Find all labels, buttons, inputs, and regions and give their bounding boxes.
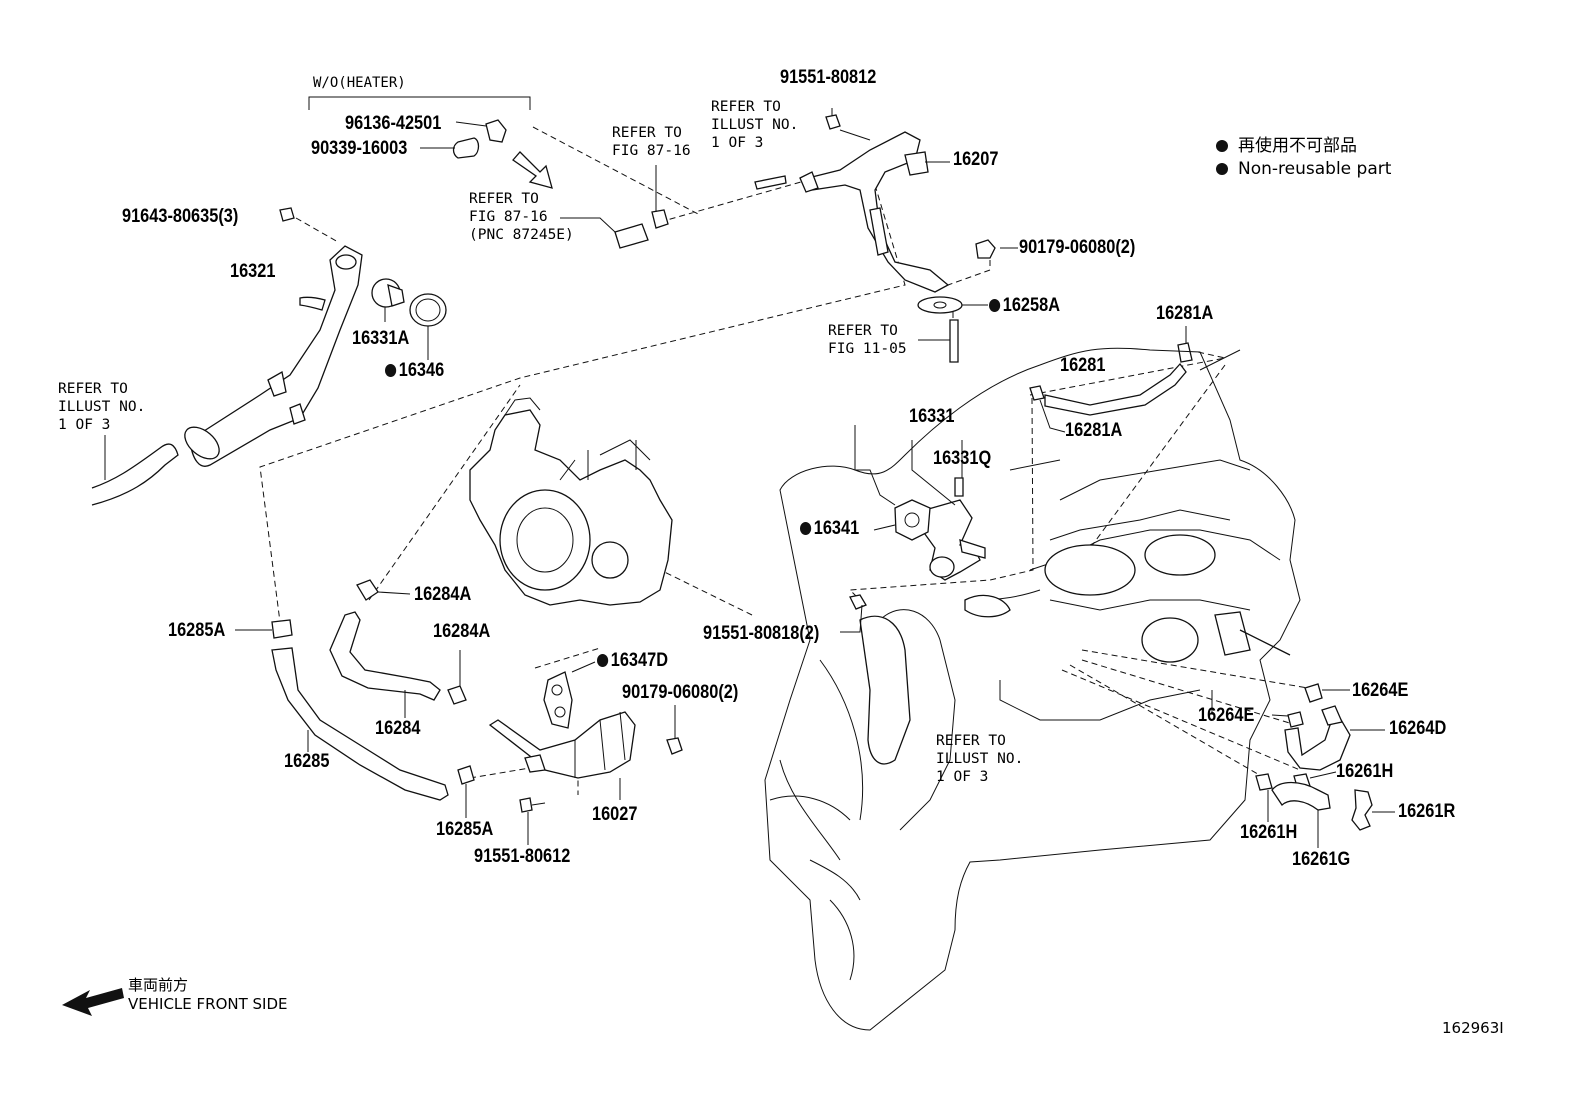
bolt-91643 — [279, 207, 295, 222]
label-16264D: 16264D — [1389, 718, 1447, 739]
legend-en: Non-reusable part — [1216, 161, 1391, 178]
label-16331A: 16331A — [352, 328, 410, 349]
bypass-pipe-16207 — [807, 131, 950, 293]
legend-dot — [1216, 140, 1228, 152]
wo-heater-bracket — [308, 96, 531, 110]
label-16261G: 16261G — [1292, 849, 1351, 870]
non-reusable-marker — [989, 299, 1001, 312]
non-reusable-marker — [597, 654, 609, 667]
bolt-91551-612 — [519, 797, 533, 813]
label-16281A-top: 16281A — [1156, 303, 1214, 324]
label-16284: 16284 — [375, 718, 421, 739]
vehicle-front-arrow — [62, 988, 124, 1016]
label-90339-16003: 90339-16003 — [311, 138, 408, 159]
label-91551-80812: 91551-80812 — [780, 67, 877, 88]
hose-16264D — [1284, 717, 1351, 771]
hose-16261G — [1271, 781, 1331, 811]
label-16258A: 16258A — [989, 296, 1060, 315]
label-16281A-mid: 16281A — [1065, 420, 1123, 441]
dashed-leader-lines — [259, 126, 1321, 795]
label-90179-06080-mid: 90179-06080(2) — [622, 682, 739, 703]
label-16264E-right: 16264E — [1352, 680, 1409, 701]
label-16284A-top: 16284A — [414, 584, 472, 605]
label-96136-42501: 96136-42501 — [345, 113, 442, 134]
legend-dot — [1216, 163, 1228, 175]
clip-16261R — [1351, 789, 1373, 831]
ref-fig-87-16-a: REFER TO FIG 87-16 — [612, 125, 691, 159]
clip-96136 — [485, 119, 507, 143]
ref-illust-bottom: REFER TO ILLUST NO. 1 OF 3 — [936, 733, 1024, 785]
label-91551-80818: 91551-80818(2) — [703, 623, 820, 644]
stud-bolt — [949, 319, 959, 363]
ref-illust-top: REFER TO ILLUST NO. 1 OF 3 — [711, 99, 799, 151]
label-16284A-mid: 16284A — [433, 621, 491, 642]
label-16281: 16281 — [1060, 355, 1106, 376]
nut-90179-mid — [666, 737, 683, 755]
diagram-code: 162963I — [1442, 1019, 1504, 1037]
label-90179-06080-top: 90179-06080(2) — [1019, 237, 1136, 258]
label-16264E-left: 16264E — [1198, 705, 1255, 726]
non-reusable-marker — [800, 522, 812, 535]
legend-jp: 再使用不可部品 — [1216, 138, 1357, 155]
engine-block — [764, 347, 1301, 1031]
gasket-16258A — [917, 296, 963, 314]
water-outlet-pipe-16321 — [189, 245, 363, 467]
label-16285: 16285 — [284, 751, 330, 772]
label-16347D: 16347D — [597, 651, 668, 670]
ref-fig-87-16-b: REFER TO FIG 87-16 (PNC 87245E) — [469, 191, 574, 243]
hose-16285 — [271, 647, 449, 801]
ref-illust-left: REFER TO ILLUST NO. 1 OF 3 — [58, 381, 146, 433]
bleeder-16331Q — [954, 477, 964, 497]
label-16331: 16331 — [909, 406, 955, 427]
hose-16284 — [329, 611, 441, 701]
gasket-16347D — [543, 671, 573, 729]
hollow-arrow — [512, 151, 553, 189]
label-16346: 16346 — [385, 361, 444, 380]
label-16341: 16341 — [800, 519, 859, 538]
label-16331Q: 16331Q — [933, 448, 992, 469]
label-91551-80612: 91551-80612 — [474, 846, 571, 867]
label-16261R: 16261R — [1398, 801, 1456, 822]
label-16207: 16207 — [953, 149, 999, 170]
nut-90179-top — [975, 239, 996, 259]
water-hose-left — [91, 443, 179, 506]
hose-16281 — [1044, 362, 1187, 416]
label-16261H-right: 16261H — [1336, 761, 1394, 782]
non-reusable-marker — [385, 364, 397, 377]
label-16261H-left: 16261H — [1240, 822, 1298, 843]
gasket-16341 — [894, 499, 931, 541]
label-91643-80635: 91643-80635(3) — [122, 206, 239, 227]
label-16027: 16027 — [592, 804, 638, 825]
label-16285A-bot: 16285A — [436, 819, 494, 840]
bolt-91551-818 — [849, 594, 867, 610]
label-16285A-top: 16285A — [168, 620, 226, 641]
vehicle-front-en: VEHICLE FRONT SIDE — [128, 995, 288, 1013]
ref-fig-11-05: REFER TO FIG 11-05 — [828, 323, 907, 357]
turbocharger — [469, 397, 673, 606]
label-wo-heater: W/O(HEATER) — [313, 75, 406, 91]
vehicle-front-jp: 車両前方 — [128, 976, 189, 994]
label-16321: 16321 — [230, 261, 276, 282]
plug-90339 — [452, 137, 480, 159]
